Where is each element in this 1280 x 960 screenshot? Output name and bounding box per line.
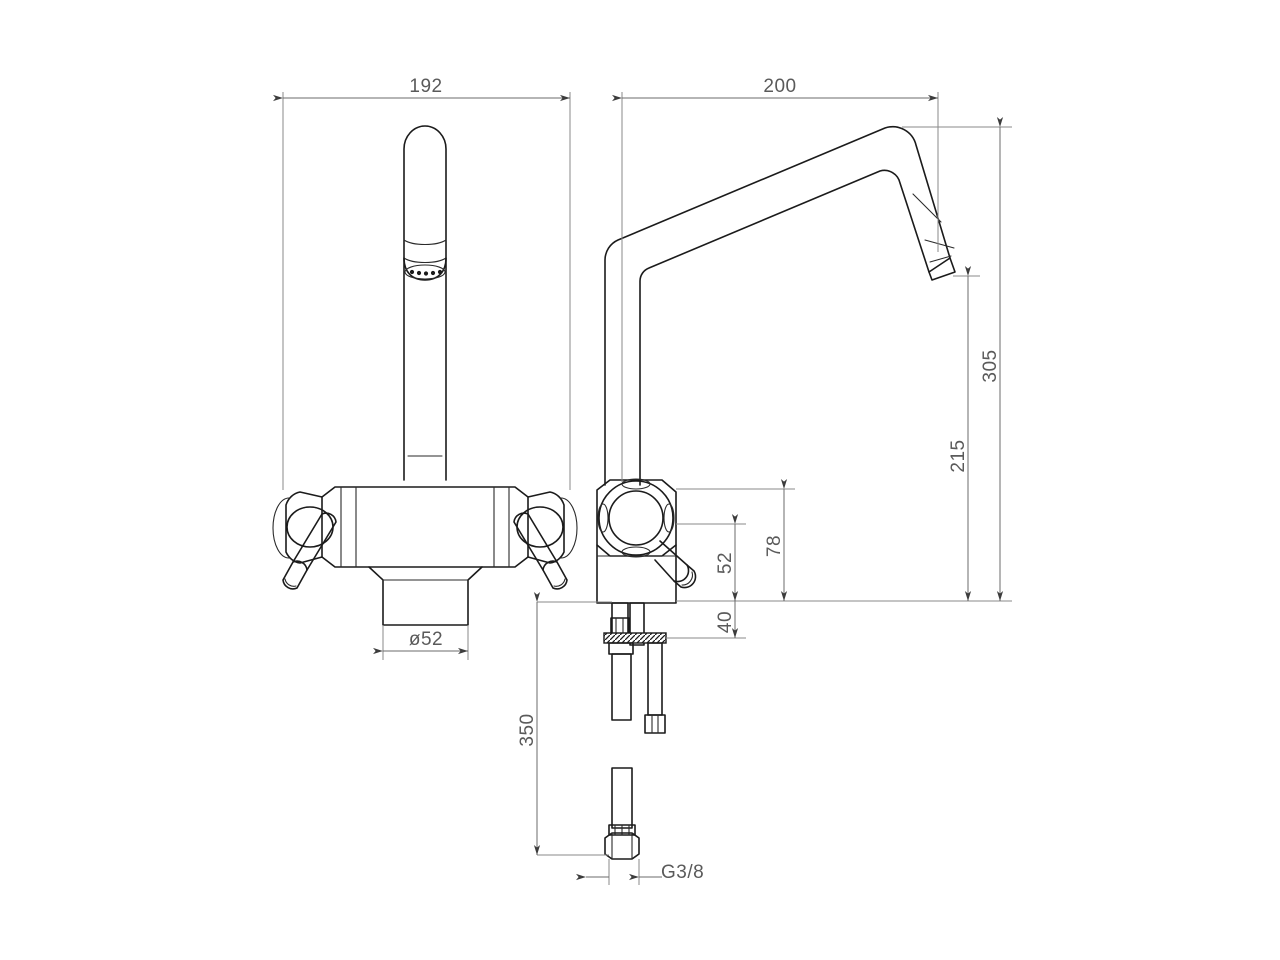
side-view bbox=[596, 125, 956, 734]
dimension-thread-g38: G3/8 bbox=[576, 859, 704, 885]
side-shank-assembly bbox=[603, 602, 667, 734]
side-body bbox=[596, 478, 677, 604]
dimension-diameter-52: ø52 bbox=[373, 625, 469, 660]
dimension-78: 78 bbox=[676, 479, 795, 601]
dimension-label-40: 40 bbox=[715, 611, 736, 633]
front-view bbox=[272, 125, 578, 626]
dimension-52: 52 bbox=[676, 514, 746, 601]
dimension-label-350: 350 bbox=[517, 713, 538, 746]
front-base-shank bbox=[368, 566, 483, 626]
dimension-label-192: 192 bbox=[409, 76, 442, 97]
dimension-label-diameter-52: ø52 bbox=[409, 629, 443, 650]
front-handle-left bbox=[282, 512, 337, 590]
dimension-215: 215 bbox=[948, 266, 980, 601]
dimension-label-78: 78 bbox=[764, 535, 785, 557]
dimension-192: 192 bbox=[273, 76, 571, 490]
front-handle-right bbox=[513, 512, 568, 590]
dimension-label-215: 215 bbox=[948, 439, 969, 472]
dimension-40: 40 bbox=[666, 601, 746, 639]
dimension-label-200: 200 bbox=[763, 76, 796, 97]
front-body bbox=[272, 486, 578, 568]
flexible-hose-view bbox=[604, 767, 640, 860]
dimension-label-thread: G3/8 bbox=[661, 862, 704, 883]
dimension-350: 350 bbox=[517, 592, 612, 856]
front-spout bbox=[403, 125, 447, 481]
side-handle bbox=[654, 540, 697, 589]
dimension-200: 200 bbox=[612, 76, 939, 482]
dimension-label-305: 305 bbox=[980, 349, 1001, 382]
side-spout bbox=[604, 125, 956, 486]
dimension-label-52: 52 bbox=[715, 552, 736, 574]
dimension-set: 192 200 305 215 78 bbox=[273, 76, 1012, 885]
dimension-305: 305 bbox=[676, 117, 1012, 602]
